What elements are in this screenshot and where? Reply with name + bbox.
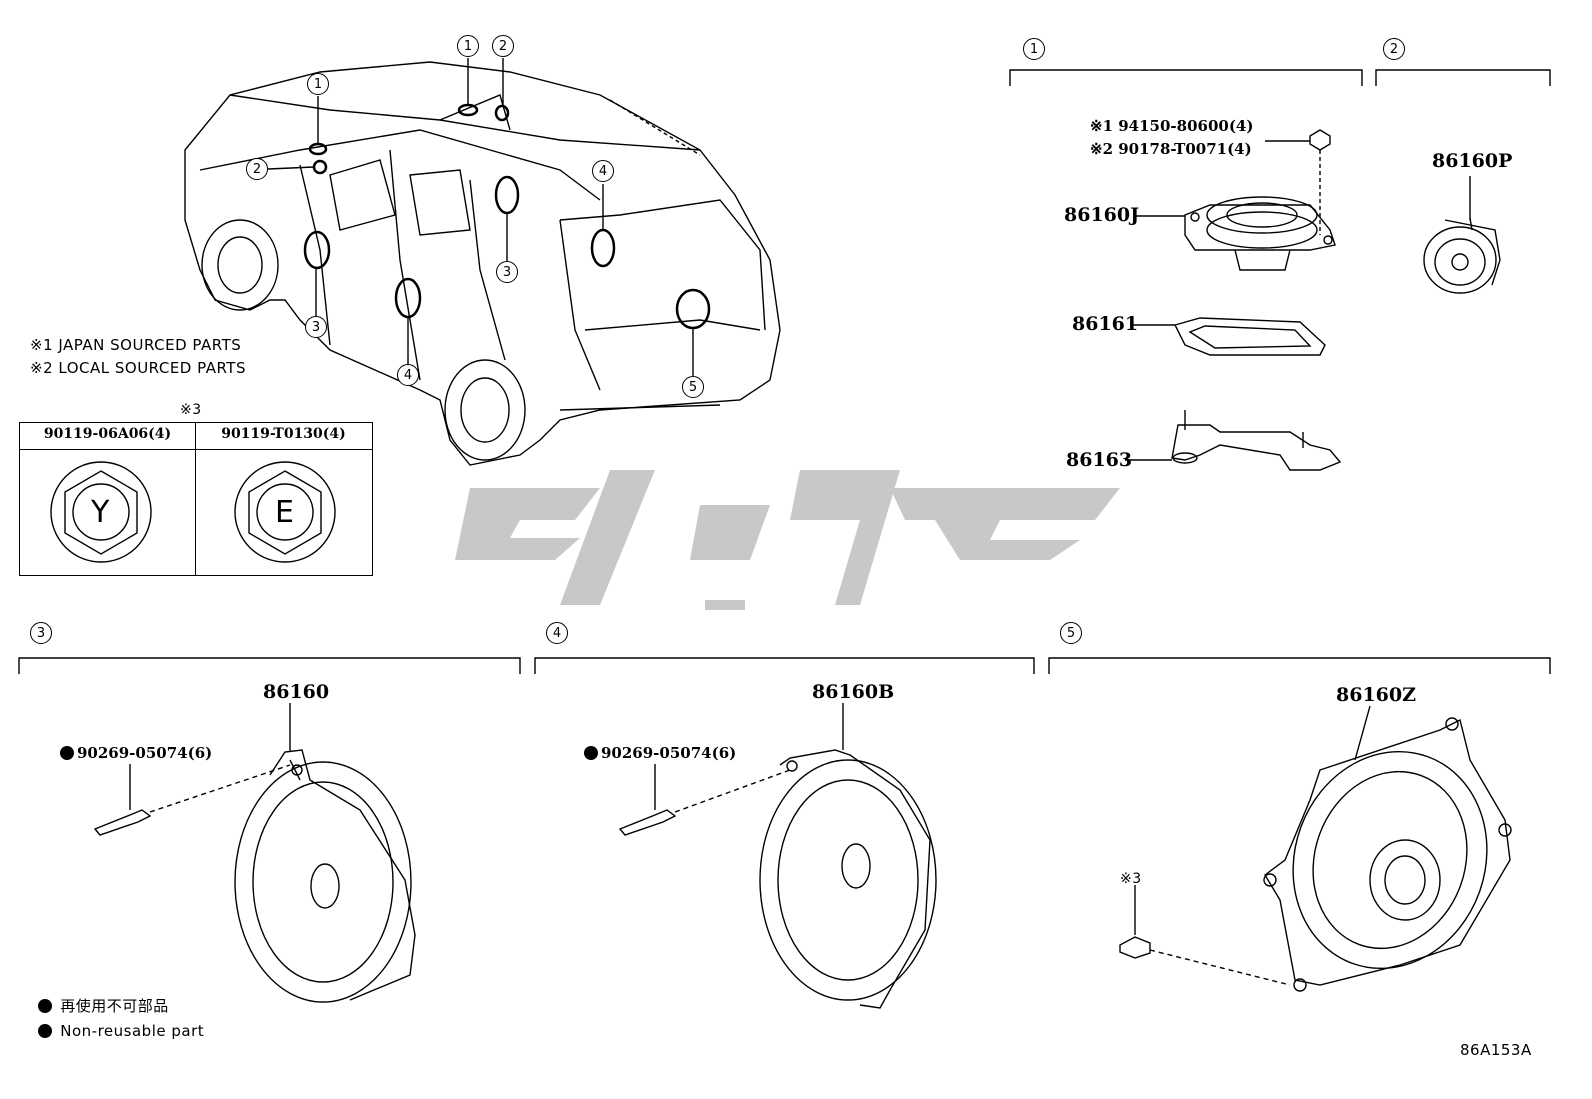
bolt-part-2: 90119-T0130(4) bbox=[221, 426, 346, 442]
part-86163: 86163 bbox=[1066, 449, 1133, 471]
group1-bracket bbox=[1009, 69, 1363, 86]
group2-number: 2 bbox=[1383, 38, 1405, 60]
part-86160B: 86160B bbox=[812, 681, 895, 703]
speaker-86160J bbox=[1184, 196, 1336, 271]
speaker-86160P bbox=[1423, 217, 1501, 294]
part-86160J: 86160J bbox=[1064, 204, 1140, 226]
non-reusable-icon bbox=[38, 999, 52, 1013]
non-reusable-icon bbox=[60, 746, 74, 760]
bolt-mark-y: Y bbox=[91, 495, 110, 530]
vehicle-outline bbox=[184, 61, 781, 466]
group4-number: 4 bbox=[546, 622, 568, 644]
callout-1-top: 1 bbox=[457, 35, 479, 57]
gasket-86161 bbox=[1173, 317, 1326, 356]
non-reusable-icon bbox=[38, 1024, 52, 1038]
group3-number: 3 bbox=[30, 622, 52, 644]
group5-number: 5 bbox=[1060, 622, 1082, 644]
callout-4-top: 4 bbox=[592, 160, 614, 182]
callout-3-rear: 3 bbox=[496, 261, 518, 283]
callout-1-front: 1 bbox=[307, 73, 329, 95]
speaker-86160Z bbox=[1263, 717, 1512, 992]
callout-4-rear-door: 4 bbox=[397, 364, 419, 386]
watermark-logo bbox=[455, 470, 1120, 610]
non-reusable-icon bbox=[584, 746, 598, 760]
speaker-86160B bbox=[759, 749, 937, 1009]
bolt-mark-e: E bbox=[275, 495, 294, 530]
diagram-code: 86A153A bbox=[1460, 1041, 1532, 1059]
callout-3-front-door: 3 bbox=[305, 316, 327, 338]
part-86160Z: 86160Z bbox=[1336, 684, 1416, 706]
callout-2-front: 2 bbox=[246, 158, 268, 180]
nut-japan-label: ※1 94150-80600(4) bbox=[1090, 117, 1254, 135]
note-local-sourced: ※2 LOCAL SOURCED PARTS bbox=[30, 359, 246, 377]
bolt-part-1: 90119-06A06(4) bbox=[43, 426, 172, 442]
callout-5-tailgate: 5 bbox=[682, 376, 704, 398]
group5-bracket bbox=[1048, 657, 1551, 674]
rivet-label-group4: 90269-05074(6) bbox=[584, 746, 736, 761]
part-86160P: 86160P bbox=[1432, 150, 1513, 172]
group4-bracket bbox=[534, 657, 1035, 674]
legend-en: Non-reusable part bbox=[38, 1024, 204, 1039]
note-japan-sourced: ※1 JAPAN SOURCED PARTS bbox=[30, 336, 242, 354]
part-86161: 86161 bbox=[1072, 313, 1139, 335]
bolt-table-ref: ※3 bbox=[180, 402, 202, 418]
group3-bracket bbox=[18, 657, 521, 674]
legend-jp: 再使用不可部品 bbox=[38, 999, 169, 1014]
nut-local-label: ※2 90178-T0071(4) bbox=[1090, 140, 1252, 158]
speaker-86160 bbox=[234, 749, 416, 1003]
bolt-ref-group5: ※3 bbox=[1120, 871, 1142, 887]
bracket-86163 bbox=[1171, 410, 1342, 471]
part-86160: 86160 bbox=[263, 681, 330, 703]
rivet-label-group3: 90269-05074(6) bbox=[60, 746, 212, 761]
group1-number: 1 bbox=[1023, 38, 1045, 60]
callout-2-top: 2 bbox=[492, 35, 514, 57]
bolt-table: 90119-06A06(4) 90119-T0130(4) bbox=[19, 422, 373, 576]
group2-bracket bbox=[1375, 69, 1551, 86]
